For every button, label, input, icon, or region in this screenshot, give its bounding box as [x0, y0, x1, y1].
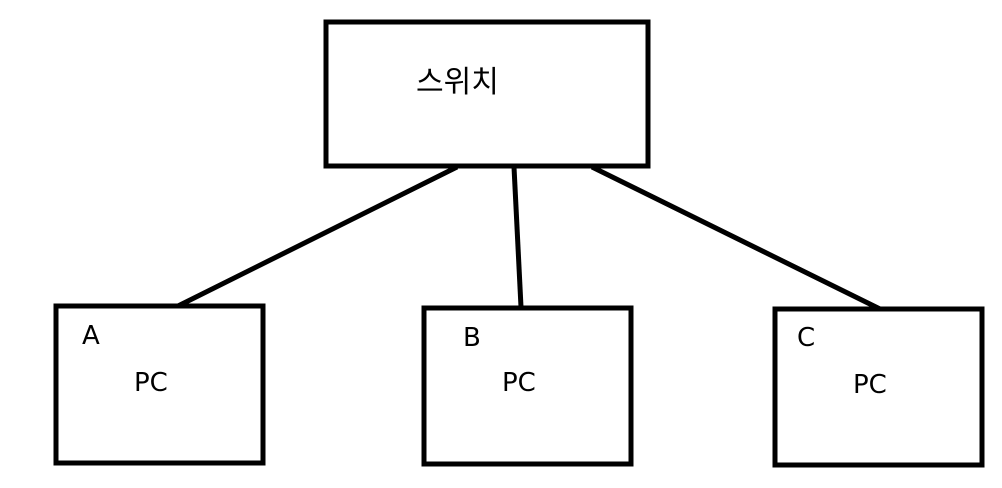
pc-c-box	[772, 306, 985, 468]
pc-node-c: C PC	[772, 306, 985, 468]
link-switch-to-pc-a	[174, 164, 459, 310]
pc-a-box	[53, 303, 266, 466]
pc-a-label: PC	[134, 368, 168, 398]
pc-node-b: B PC	[421, 305, 634, 467]
switch-label: 스위치	[416, 65, 499, 100]
pc-b-id: B	[463, 323, 481, 353]
switch-box	[323, 19, 651, 169]
pc-c-label: PC	[853, 370, 887, 400]
pc-b-box	[421, 305, 634, 467]
link-switch-to-pc-c	[590, 164, 882, 312]
switch-node: 스위치	[323, 19, 651, 169]
link-switch-to-pc-b	[511, 166, 524, 308]
pc-b-label: PC	[502, 368, 536, 398]
pc-a-id: A	[82, 321, 100, 351]
pc-node-a: A PC	[53, 303, 266, 466]
pc-c-id: C	[797, 323, 815, 353]
